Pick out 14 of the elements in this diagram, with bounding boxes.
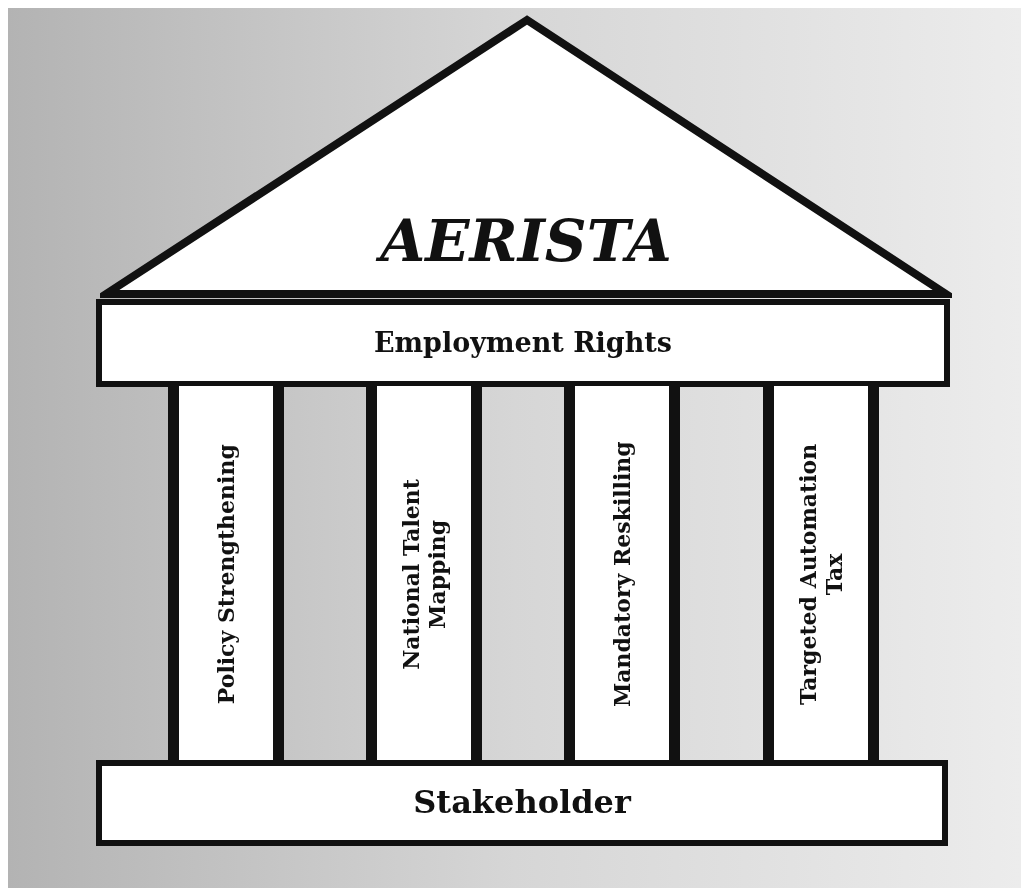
- pillar: [763, 386, 879, 762]
- base-label: Stakeholder: [413, 785, 631, 821]
- roof-title: AERISTA: [100, 210, 952, 274]
- roof-triangle: [100, 14, 952, 300]
- pillar-label: Mandatory Reskilling: [608, 440, 636, 709]
- pillar-label: Targeted Automation Tax: [794, 442, 848, 707]
- pillar: [366, 386, 482, 762]
- entablature-beam: [96, 299, 950, 387]
- pillar-label: Policy Strengthening: [212, 442, 240, 707]
- pillar: [168, 386, 284, 762]
- base-beam: [96, 760, 948, 846]
- beam-label: Employment Rights: [373, 328, 673, 358]
- pillar: [564, 386, 680, 762]
- pillar-label: National Talent Mapping: [397, 477, 451, 672]
